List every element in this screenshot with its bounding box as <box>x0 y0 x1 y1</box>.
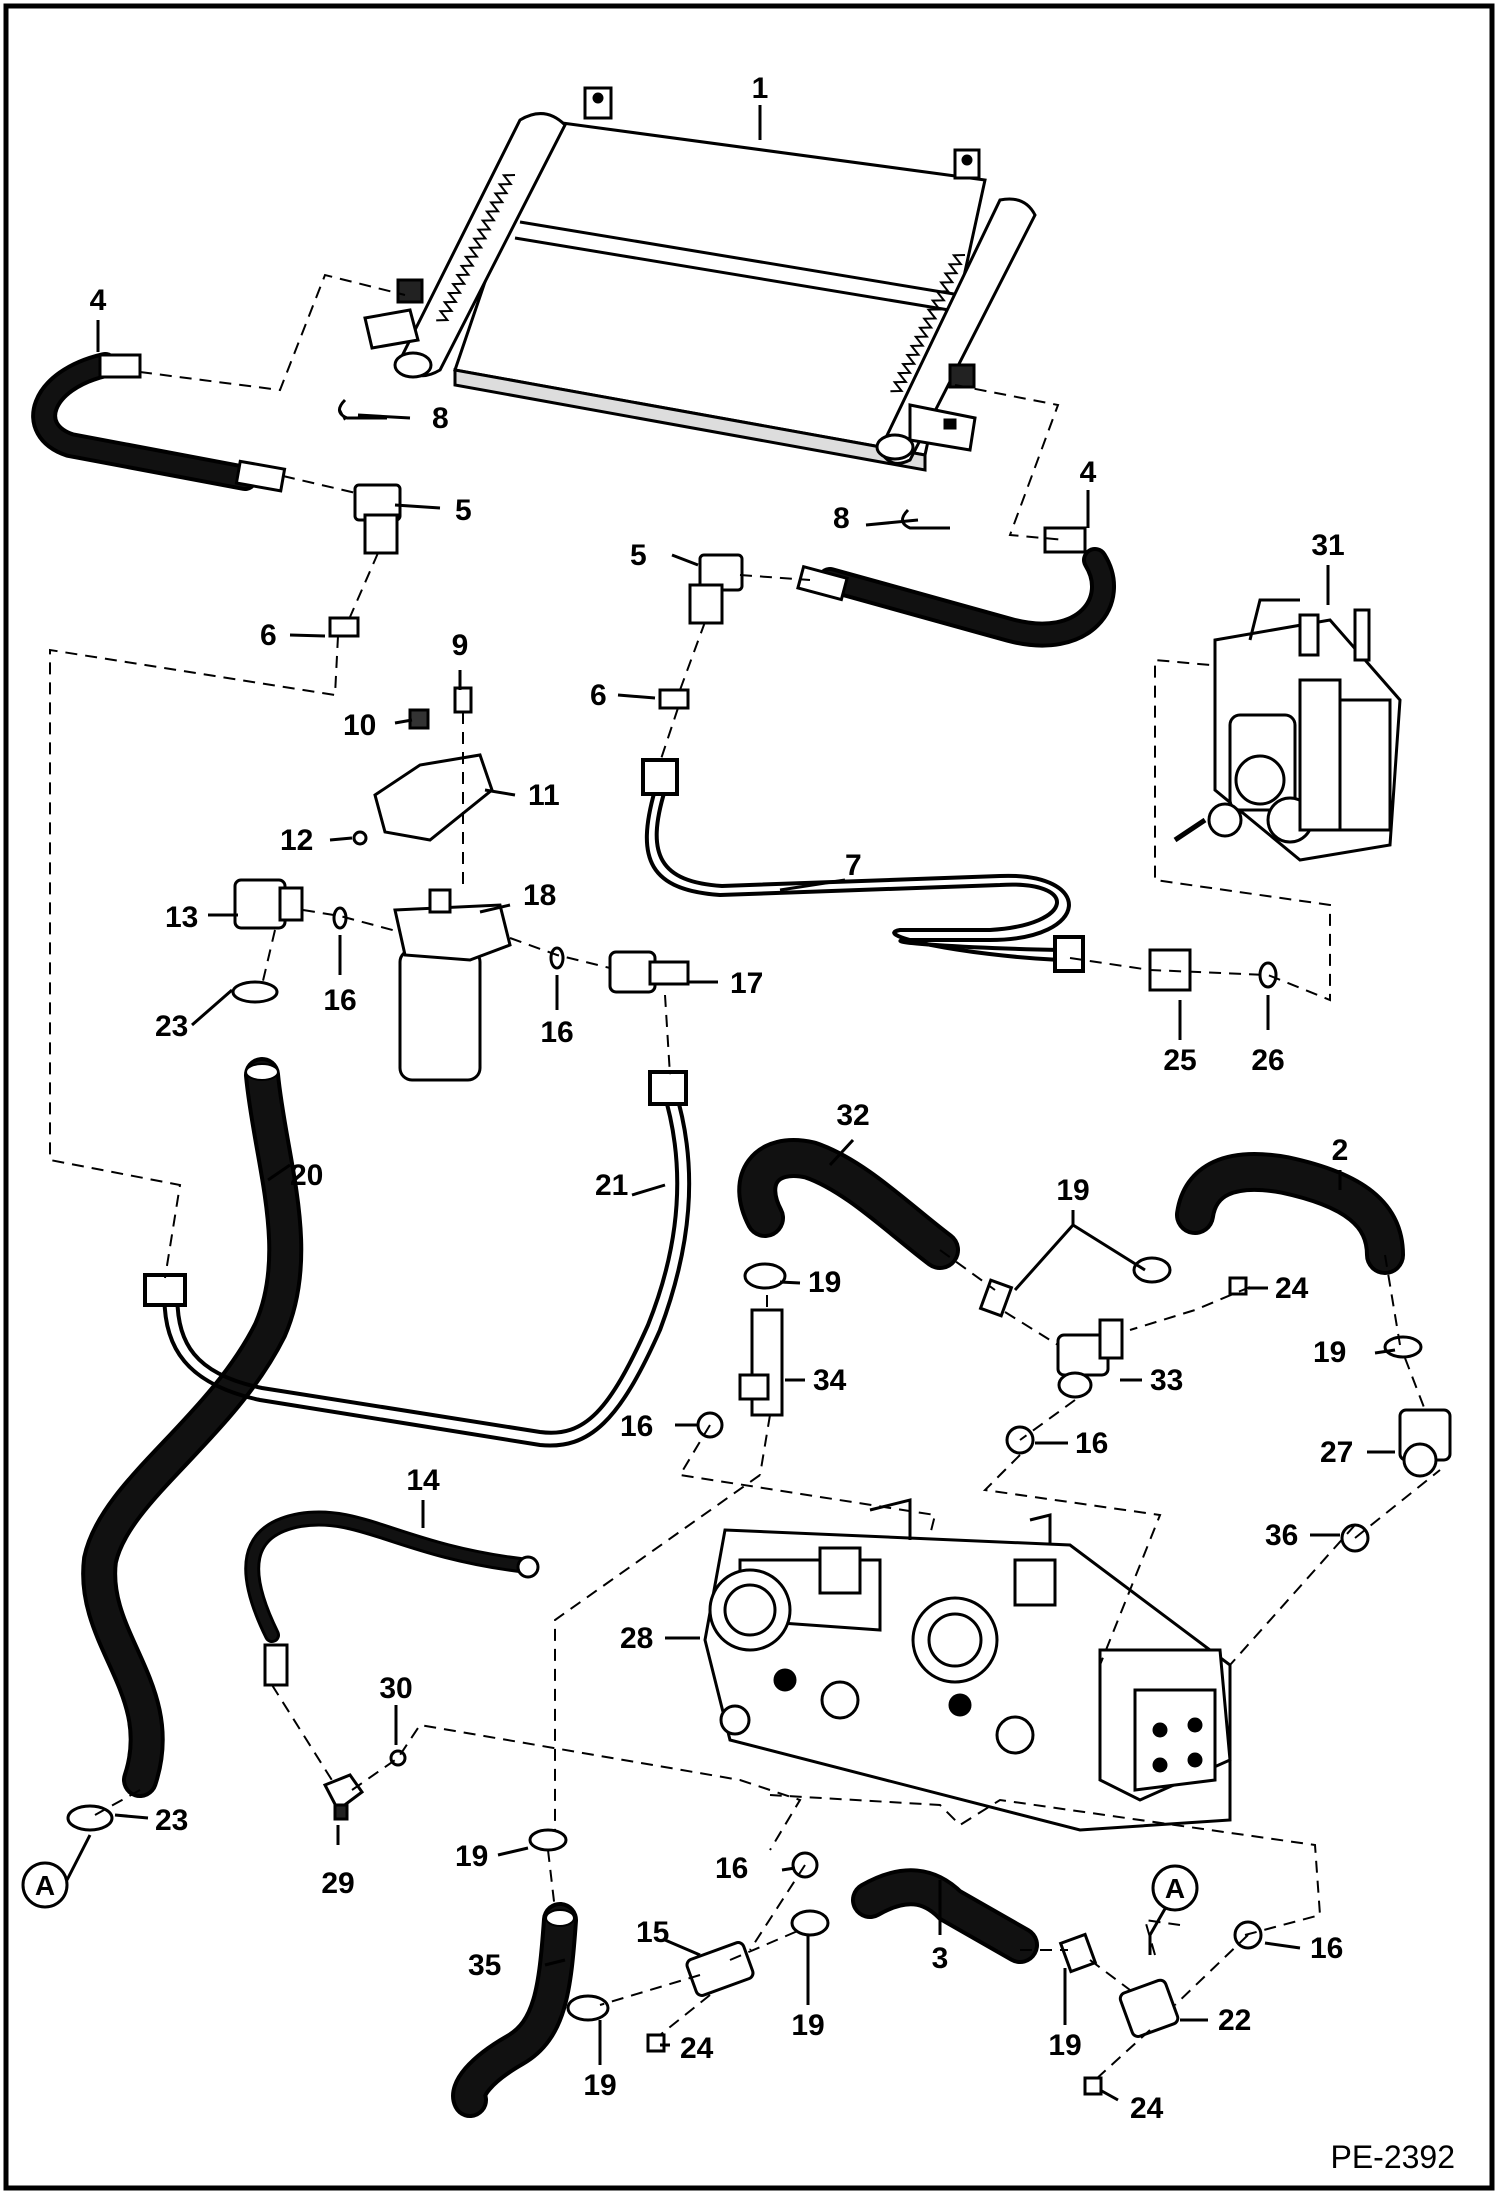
diagram-border <box>3 3 1495 2191</box>
ref-marker-a-left: A <box>21 1834 92 1909</box>
callout-23-top: 23 <box>155 1010 188 1043</box>
callout-24-top: 24 <box>1275 1272 1309 1305</box>
callout-5-right: 5 <box>630 539 647 572</box>
callout-6-right: 6 <box>590 679 607 712</box>
callout-19-d: 19 <box>455 1840 488 1873</box>
callout-20: 20 <box>290 1159 323 1192</box>
callout-leaders <box>96 105 1396 2102</box>
callout-17: 17 <box>730 967 763 1000</box>
ref-letter-right: A <box>1165 1873 1185 1904</box>
callout-33: 33 <box>1150 1364 1183 1397</box>
hose-3 <box>851 1868 1039 1964</box>
hose-4-left <box>31 352 287 493</box>
callout-35: 35 <box>468 1949 501 1982</box>
callout-19-e: 19 <box>791 2009 824 2042</box>
callout-19-b: 19 <box>808 1266 841 1299</box>
callout-29: 29 <box>321 1867 354 1900</box>
hose-2 <box>1175 1152 1405 1275</box>
callout-30: 30 <box>379 1672 412 1705</box>
callout-2: 2 <box>1332 1134 1349 1167</box>
callout-16-a: 16 <box>323 984 356 1017</box>
callout-16-c: 16 <box>620 1410 653 1443</box>
fittings <box>66 398 1452 2096</box>
callout-24-bottom: 24 <box>1130 2092 1164 2125</box>
callout-36: 36 <box>1265 1519 1298 1552</box>
callout-34: 34 <box>813 1364 847 1397</box>
tube-21 <box>143 1070 692 1448</box>
callout-16-f: 16 <box>1310 1932 1343 1965</box>
callout-16-e: 16 <box>715 1852 748 1885</box>
callout-8-top: 8 <box>432 402 449 435</box>
hydrostatic-pump <box>703 1498 1232 1832</box>
callout-27: 27 <box>1320 1436 1353 1469</box>
callout-18: 18 <box>523 879 556 912</box>
callout-16-b: 16 <box>540 1016 573 1049</box>
tube-7 <box>641 758 1085 973</box>
callout-19-f: 19 <box>1048 2029 1081 2062</box>
callout-15: 15 <box>636 1916 669 1949</box>
callout-3: 3 <box>932 1942 949 1975</box>
callout-8-right: 8 <box>833 502 850 535</box>
callout-32: 32 <box>836 1099 869 1132</box>
callout-31: 31 <box>1311 529 1344 562</box>
dashed-leaders <box>49 273 1441 2081</box>
callout-26: 26 <box>1251 1044 1284 1077</box>
callout-4-left: 4 <box>90 284 107 317</box>
callout-6-left: 6 <box>260 619 277 652</box>
hose-14 <box>244 1510 540 1687</box>
callout-7: 7 <box>845 849 862 882</box>
callout-28: 28 <box>620 1622 653 1655</box>
ref-marker-a-right: A <box>1151 1864 1199 1912</box>
callout-13: 13 <box>165 901 198 934</box>
callout-11: 11 <box>528 779 560 812</box>
callout-19-g: 19 <box>583 2069 616 2102</box>
oil-cooler <box>363 86 1037 472</box>
control-valve <box>1173 598 1402 862</box>
callout-23-bottom: 23 <box>155 1804 188 1837</box>
ref-letter-left: A <box>35 1870 55 1901</box>
callout-19-c: 19 <box>1313 1336 1346 1369</box>
callout-1: 1 <box>752 72 769 105</box>
callout-21: 21 <box>595 1169 628 1202</box>
callout-22: 22 <box>1218 2004 1251 2037</box>
callout-4-right: 4 <box>1080 456 1097 489</box>
hose-20 <box>81 1057 304 1798</box>
callout-5-left: 5 <box>455 494 472 527</box>
callout-numbers: 1 4 8 5 6 9 10 11 12 13 16 18 16 17 23 2… <box>90 72 1354 2125</box>
callout-24-mid: 24 <box>680 2032 714 2065</box>
callout-25: 25 <box>1163 1044 1196 1077</box>
hose-4-right <box>796 526 1116 648</box>
hose-32 <box>737 1138 960 1270</box>
callout-14: 14 <box>406 1464 440 1497</box>
callout-9: 9 <box>452 629 469 662</box>
callout-19-top: 19 <box>1056 1174 1089 1207</box>
callout-10: 10 <box>343 709 376 742</box>
drawing-code: PE-2392 <box>1330 2139 1455 2175</box>
callout-16-d: 16 <box>1075 1427 1108 1460</box>
hose-35 <box>451 1902 578 2118</box>
callout-12: 12 <box>280 824 313 857</box>
